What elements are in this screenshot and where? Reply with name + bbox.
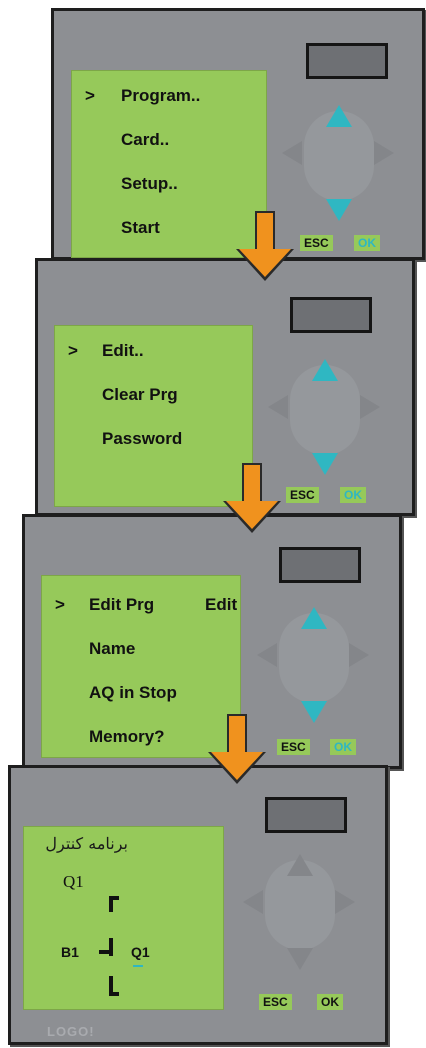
menu-item-aq-in-stop[interactable]: AQ in Stop bbox=[89, 683, 177, 702]
display-slot bbox=[279, 547, 361, 583]
arrow-down-icon[interactable] bbox=[326, 199, 352, 221]
esc-key[interactable]: ESC bbox=[259, 994, 292, 1010]
brand-logo: LOGO! bbox=[47, 1024, 95, 1039]
arrow-right-icon[interactable] bbox=[349, 643, 369, 667]
menu-item-memory[interactable]: Memory? bbox=[89, 727, 165, 746]
arrow-right-icon[interactable] bbox=[360, 395, 380, 419]
arrow-right-icon[interactable] bbox=[335, 890, 355, 914]
logo-panel-main-menu: > Program.. Card.. Setup.. Start ESC OK bbox=[51, 8, 425, 260]
arrow-right-icon[interactable] bbox=[374, 141, 394, 165]
menu-item-password[interactable]: Password bbox=[102, 429, 183, 448]
display-slot bbox=[290, 297, 372, 333]
input-label: B1 bbox=[61, 944, 79, 960]
menu-item-edit-prg[interactable]: Edit Prg bbox=[89, 595, 155, 614]
logo-panel-edit-menu: > Edit Prg Edit Name AQ in Stop Memory? … bbox=[22, 514, 402, 769]
menu-cursor: > bbox=[85, 86, 95, 105]
flow-down-arrow-icon bbox=[236, 211, 294, 281]
ladder-contact bbox=[99, 938, 113, 956]
menu-item-edit[interactable]: Edit.. bbox=[102, 341, 144, 360]
display-slot bbox=[306, 43, 388, 79]
flow-down-arrow-icon bbox=[223, 463, 281, 533]
arrow-left-icon[interactable] bbox=[268, 395, 288, 419]
arrow-down-icon[interactable] bbox=[312, 453, 338, 475]
menu-cursor: > bbox=[55, 595, 65, 614]
program-title: برنامه کنترل bbox=[45, 834, 128, 853]
cursor-keypad bbox=[243, 830, 355, 990]
ladder-diagram bbox=[99, 896, 143, 996]
cursor-keypad bbox=[257, 583, 369, 743]
menu-cursor: > bbox=[68, 341, 78, 360]
lcd-screen: > Program.. Card.. Setup.. Start bbox=[71, 70, 267, 258]
ok-key[interactable]: OK bbox=[317, 994, 343, 1010]
ladder-rung-top bbox=[109, 896, 119, 912]
flow-down-arrow-icon bbox=[208, 714, 266, 784]
esc-key[interactable]: ESC bbox=[277, 739, 310, 755]
menu-item-program[interactable]: Program.. bbox=[121, 86, 201, 105]
display-slot bbox=[265, 797, 347, 833]
menu-item-clear-prg[interactable]: Clear Prg bbox=[102, 385, 178, 404]
esc-key[interactable]: ESC bbox=[286, 487, 319, 503]
output-label: Q1 bbox=[63, 872, 84, 891]
lcd-screen: > Edit.. Clear Prg Password bbox=[54, 325, 253, 507]
coil-label: Q1 bbox=[131, 944, 150, 960]
ok-key[interactable]: OK bbox=[354, 235, 380, 251]
arrow-up-icon[interactable] bbox=[287, 854, 313, 876]
arrow-left-icon[interactable] bbox=[282, 141, 302, 165]
lcd-screen: برنامه کنترل Q1 B1 Q1 bbox=[23, 826, 224, 1010]
cursor-keypad bbox=[268, 335, 380, 495]
ok-key[interactable]: OK bbox=[330, 739, 356, 755]
arrow-down-icon[interactable] bbox=[301, 701, 327, 723]
logo-panel-program-editor: برنامه کنترل Q1 B1 Q1 ESC OK LOGO! bbox=[8, 765, 388, 1045]
menu-item-start[interactable]: Start bbox=[121, 218, 160, 237]
side-label-edit: Edit bbox=[205, 595, 238, 614]
esc-key[interactable]: ESC bbox=[300, 235, 333, 251]
ok-key[interactable]: OK bbox=[340, 487, 366, 503]
arrow-up-icon[interactable] bbox=[326, 105, 352, 127]
menu-item-setup[interactable]: Setup.. bbox=[121, 174, 178, 193]
ladder-rung-bottom bbox=[109, 976, 119, 996]
menu-item-name[interactable]: Name bbox=[89, 639, 136, 658]
cursor-keypad bbox=[282, 81, 394, 241]
arrow-left-icon[interactable] bbox=[243, 890, 263, 914]
menu-item-card[interactable]: Card.. bbox=[121, 130, 170, 149]
arrow-left-icon[interactable] bbox=[257, 643, 277, 667]
lcd-screen: > Edit Prg Edit Name AQ in Stop Memory? bbox=[41, 575, 241, 758]
arrow-down-icon[interactable] bbox=[287, 948, 313, 970]
arrow-up-icon[interactable] bbox=[301, 607, 327, 629]
arrow-up-icon[interactable] bbox=[312, 359, 338, 381]
